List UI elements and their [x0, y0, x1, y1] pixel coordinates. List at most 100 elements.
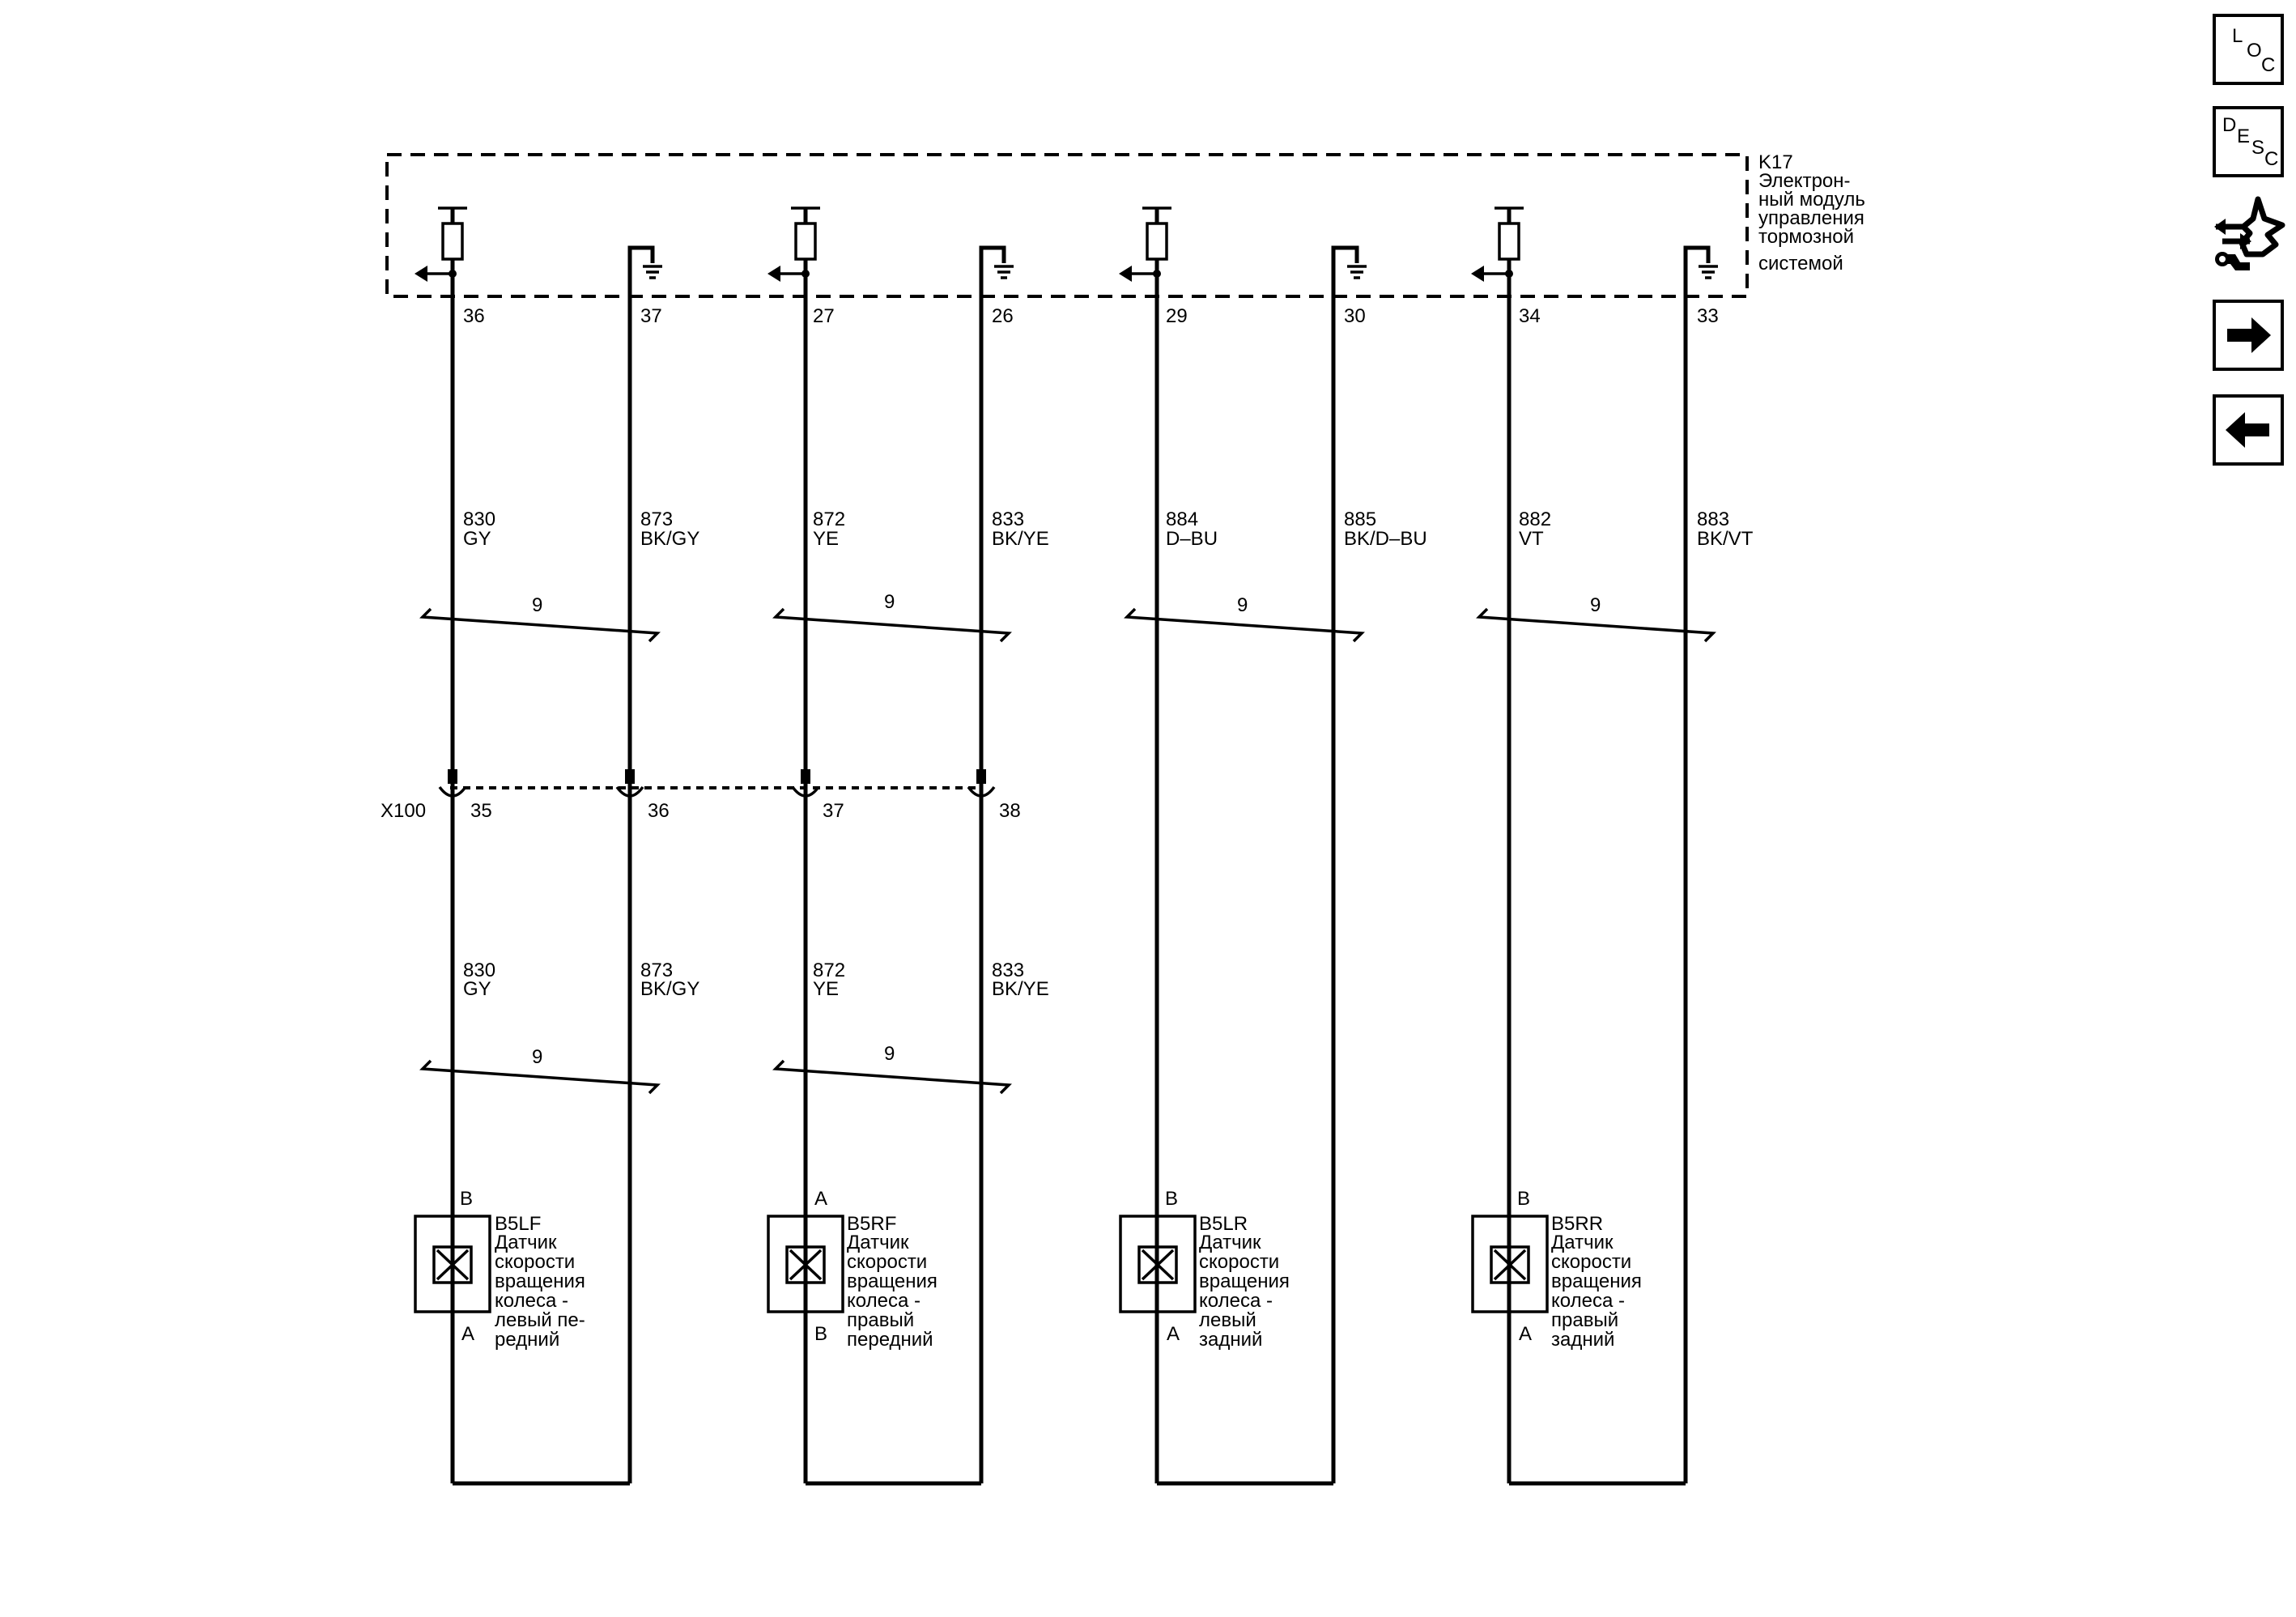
circuit-number: 882 [1519, 509, 1551, 530]
wire-color: GY [463, 528, 491, 550]
sensor-desc-line: Датчик [495, 1232, 557, 1253]
circuit-number: 873 [640, 960, 673, 981]
wire-color: YE [813, 528, 839, 550]
sensor-desc-line: колеса - [495, 1290, 568, 1312]
circuit-number: 872 [813, 960, 845, 981]
sensor-pin-bottom: A [461, 1323, 474, 1345]
sensor-desc-line: скорости [1199, 1251, 1279, 1273]
desc-button[interactable]: D E S C [2213, 106, 2284, 177]
resistor-symbol [441, 222, 464, 261]
wheel-speed-sensor-icon [1119, 1215, 1197, 1313]
wire-color: BK/GY [640, 528, 699, 550]
circuit-number: 873 [640, 509, 673, 530]
sensor-id: B5RR [1551, 1213, 1603, 1235]
module-pin: 27 [813, 305, 835, 327]
resistor-symbol [1146, 222, 1168, 261]
wheel-speed-sensor-icon [1471, 1215, 1549, 1313]
sensor-desc-line: скорости [1551, 1251, 1631, 1273]
twist-label: 9 [532, 1046, 542, 1068]
wire-color: BK/YE [992, 528, 1049, 550]
twisted-pair-symbol [1476, 607, 1716, 643]
twist-label: 9 [532, 594, 542, 616]
module-name-line-5: системой [1758, 253, 1843, 274]
wheel-speed-sensor-icon [767, 1215, 844, 1313]
wire-color: BK/VT [1697, 528, 1754, 550]
x100-pin: 37 [823, 800, 844, 822]
twist-label: 9 [1237, 594, 1248, 616]
x100-pin: 38 [999, 800, 1021, 822]
arrow-symbol [767, 266, 780, 282]
sensor-desc-line: скорости [847, 1251, 927, 1273]
twisted-pair-symbol [772, 607, 1012, 643]
sensor-pin-bottom: B [814, 1323, 827, 1345]
sensor-desc-line: задний [1551, 1329, 1614, 1351]
sensor-id: B5LR [1199, 1213, 1248, 1235]
sensor-desc-line: правый [847, 1309, 914, 1331]
twist-label: 9 [884, 1043, 895, 1065]
module-pin: 37 [640, 305, 662, 327]
connector-tool-button[interactable] [2211, 194, 2285, 272]
circuit-number: 872 [813, 509, 845, 530]
twisted-pair-symbol [1124, 607, 1365, 643]
sensor-desc-line: задний [1199, 1329, 1262, 1351]
sensor-id: B5RF [847, 1213, 896, 1235]
resistor-symbol [1498, 222, 1520, 261]
sensor-desc-line: Датчик [1551, 1232, 1614, 1253]
circuit-number: 884 [1166, 509, 1198, 530]
loc-letter: L [2232, 25, 2243, 47]
sensor-desc-line: левый пе- [495, 1309, 585, 1331]
wire-color: BK/YE [992, 978, 1049, 1000]
module-name-line-3: управления [1758, 207, 1864, 229]
wire-color: VT [1519, 528, 1544, 550]
sensor-pin-top: B [460, 1188, 473, 1210]
loc-letter: C [2261, 54, 2276, 76]
circuit-group-b5rf: 27 26 872 YE 833 BK/YE 9 37 38 872 YE 83… [767, 206, 1049, 1486]
module-k17-boundary [385, 153, 1749, 298]
module-pin: 29 [1166, 305, 1188, 327]
desc-letter: D [2222, 114, 2237, 136]
sensor-desc-line: левый [1199, 1309, 1256, 1331]
sensor-desc-line: передний [847, 1329, 933, 1351]
sensor-desc-line: вращения [495, 1270, 585, 1292]
sensor-desc-line: редний [495, 1329, 559, 1351]
circuit-group-b5rr: 34 33 882 VT 883 BK/VT 9 B A B5RR Датчик… [1471, 206, 1754, 1486]
wire-color: YE [813, 978, 839, 1000]
twist-label: 9 [884, 591, 895, 613]
sensor-pin-top: B [1517, 1188, 1530, 1210]
sensor-desc-line: вращения [1199, 1270, 1290, 1292]
arrow-right-icon [2227, 317, 2271, 353]
wire-color: GY [463, 978, 491, 1000]
desc-letter: E [2237, 126, 2251, 147]
twisted-pair-symbol [419, 607, 661, 643]
loc-button[interactable]: L O C [2213, 14, 2284, 85]
circuit-number: 833 [992, 509, 1024, 530]
twisted-pair-symbol [772, 1059, 1012, 1095]
ground-icon [1347, 265, 1367, 279]
wire-color: BK/GY [640, 978, 699, 1000]
sensor-desc-line: вращения [1551, 1270, 1642, 1292]
arrow-symbol [1119, 266, 1132, 282]
twist-label: 9 [1590, 594, 1601, 616]
prev-button[interactable] [2213, 394, 2284, 466]
sensor-pin-bottom: A [1167, 1323, 1180, 1345]
sensor-desc-line: вращения [847, 1270, 938, 1292]
x100-pin: 36 [648, 800, 670, 822]
sensor-pin-bottom: A [1519, 1323, 1532, 1345]
circuit-number: 830 [463, 960, 495, 981]
ground-icon [1699, 265, 1718, 279]
sensor-desc-line: колеса - [847, 1290, 921, 1312]
circuit-number: 833 [992, 960, 1024, 981]
arrow-left-icon [2226, 412, 2269, 448]
sensor-pin-top: B [1165, 1188, 1178, 1210]
resistor-symbol [794, 222, 817, 261]
circuit-group-b5lr: 29 30 884 D–BU 885 BK/D–BU 9 B A B5LR Да… [1119, 206, 1427, 1486]
sensor-desc-line: Датчик [1199, 1232, 1261, 1253]
next-button[interactable] [2213, 300, 2284, 371]
module-name-line-1: Электрон- [1758, 170, 1851, 192]
module-name-line-2: ный модуль [1758, 189, 1865, 211]
module-pin: 26 [992, 305, 1014, 327]
sensor-desc-line: колеса - [1551, 1290, 1625, 1312]
connector-tool-icon [2214, 196, 2285, 270]
x100-pin: 35 [470, 800, 492, 822]
